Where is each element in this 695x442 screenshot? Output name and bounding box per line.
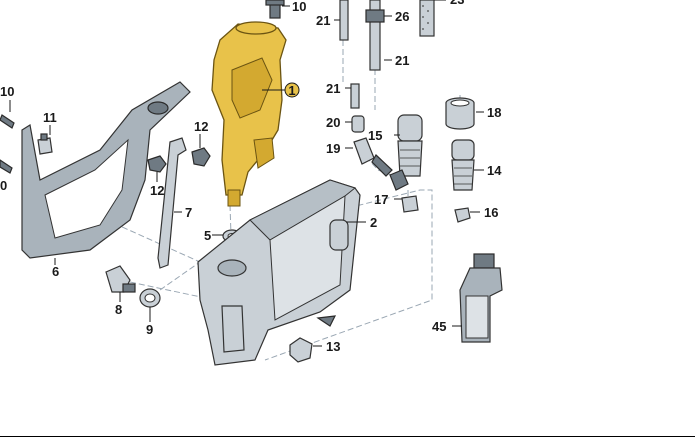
bottom-rule [0, 436, 695, 437]
callout-26: 26 [395, 9, 409, 24]
part-18-collar [445, 97, 475, 130]
part-17-grommet [401, 195, 419, 213]
part-15-pump [397, 114, 423, 177]
callout-45: 45 [432, 319, 446, 334]
callout-6: 6 [52, 264, 59, 279]
part-7-strut [157, 137, 187, 269]
part-11-clip [37, 133, 53, 155]
callout-17: 17 [374, 192, 388, 207]
leader-lines [9, 0, 484, 347]
callout-13: 13 [326, 339, 340, 354]
callout-10-left: 10 [0, 84, 14, 99]
callout-5: 5 [204, 228, 211, 243]
part-1-filler-neck [211, 21, 287, 207]
part-8-sensor [105, 265, 136, 293]
callout-1-badge [284, 82, 300, 98]
part-14-pump [451, 139, 475, 191]
callout-0-left: 0 [0, 178, 7, 193]
part-6-bracket [21, 81, 191, 259]
callout-16: 16 [484, 205, 498, 220]
callout-21-top: 21 [316, 13, 330, 28]
callout-20: 20 [326, 115, 340, 130]
callout-11: 11 [43, 110, 57, 125]
part-2-reservoir [197, 179, 361, 366]
callout-18: 18 [487, 105, 501, 120]
part-12-nut [147, 147, 211, 173]
callout-14: 14 [487, 163, 502, 178]
part-23-hose [419, 0, 435, 37]
callout-9: 9 [146, 322, 153, 337]
part-10-bolt [0, 114, 15, 174]
part-45-fluid-bottle [459, 253, 503, 343]
callout-1: 1 [288, 83, 295, 98]
part-19-connector [353, 137, 409, 191]
callout-23: 23 [450, 0, 464, 7]
callout-21-mid: 21 [326, 81, 340, 96]
callout-8: 8 [115, 302, 122, 317]
callout-12-right: 12 [194, 119, 208, 134]
callout-21-right: 21 [395, 53, 409, 68]
callout-7: 7 [185, 205, 192, 220]
part-21-hose-pieces [339, 0, 385, 109]
callout-19: 19 [326, 141, 340, 156]
callout-2: 2 [370, 215, 377, 230]
callout-12-left: 12 [150, 183, 164, 198]
part-10-top-screw [265, 0, 285, 19]
part-9-grommet [139, 288, 161, 308]
part-13-clip [289, 337, 313, 363]
part-20-sleeve [351, 115, 365, 133]
callout-10-top: 10 [292, 0, 306, 14]
callout-15: 15 [368, 128, 382, 143]
part-16-grommet [454, 207, 471, 223]
